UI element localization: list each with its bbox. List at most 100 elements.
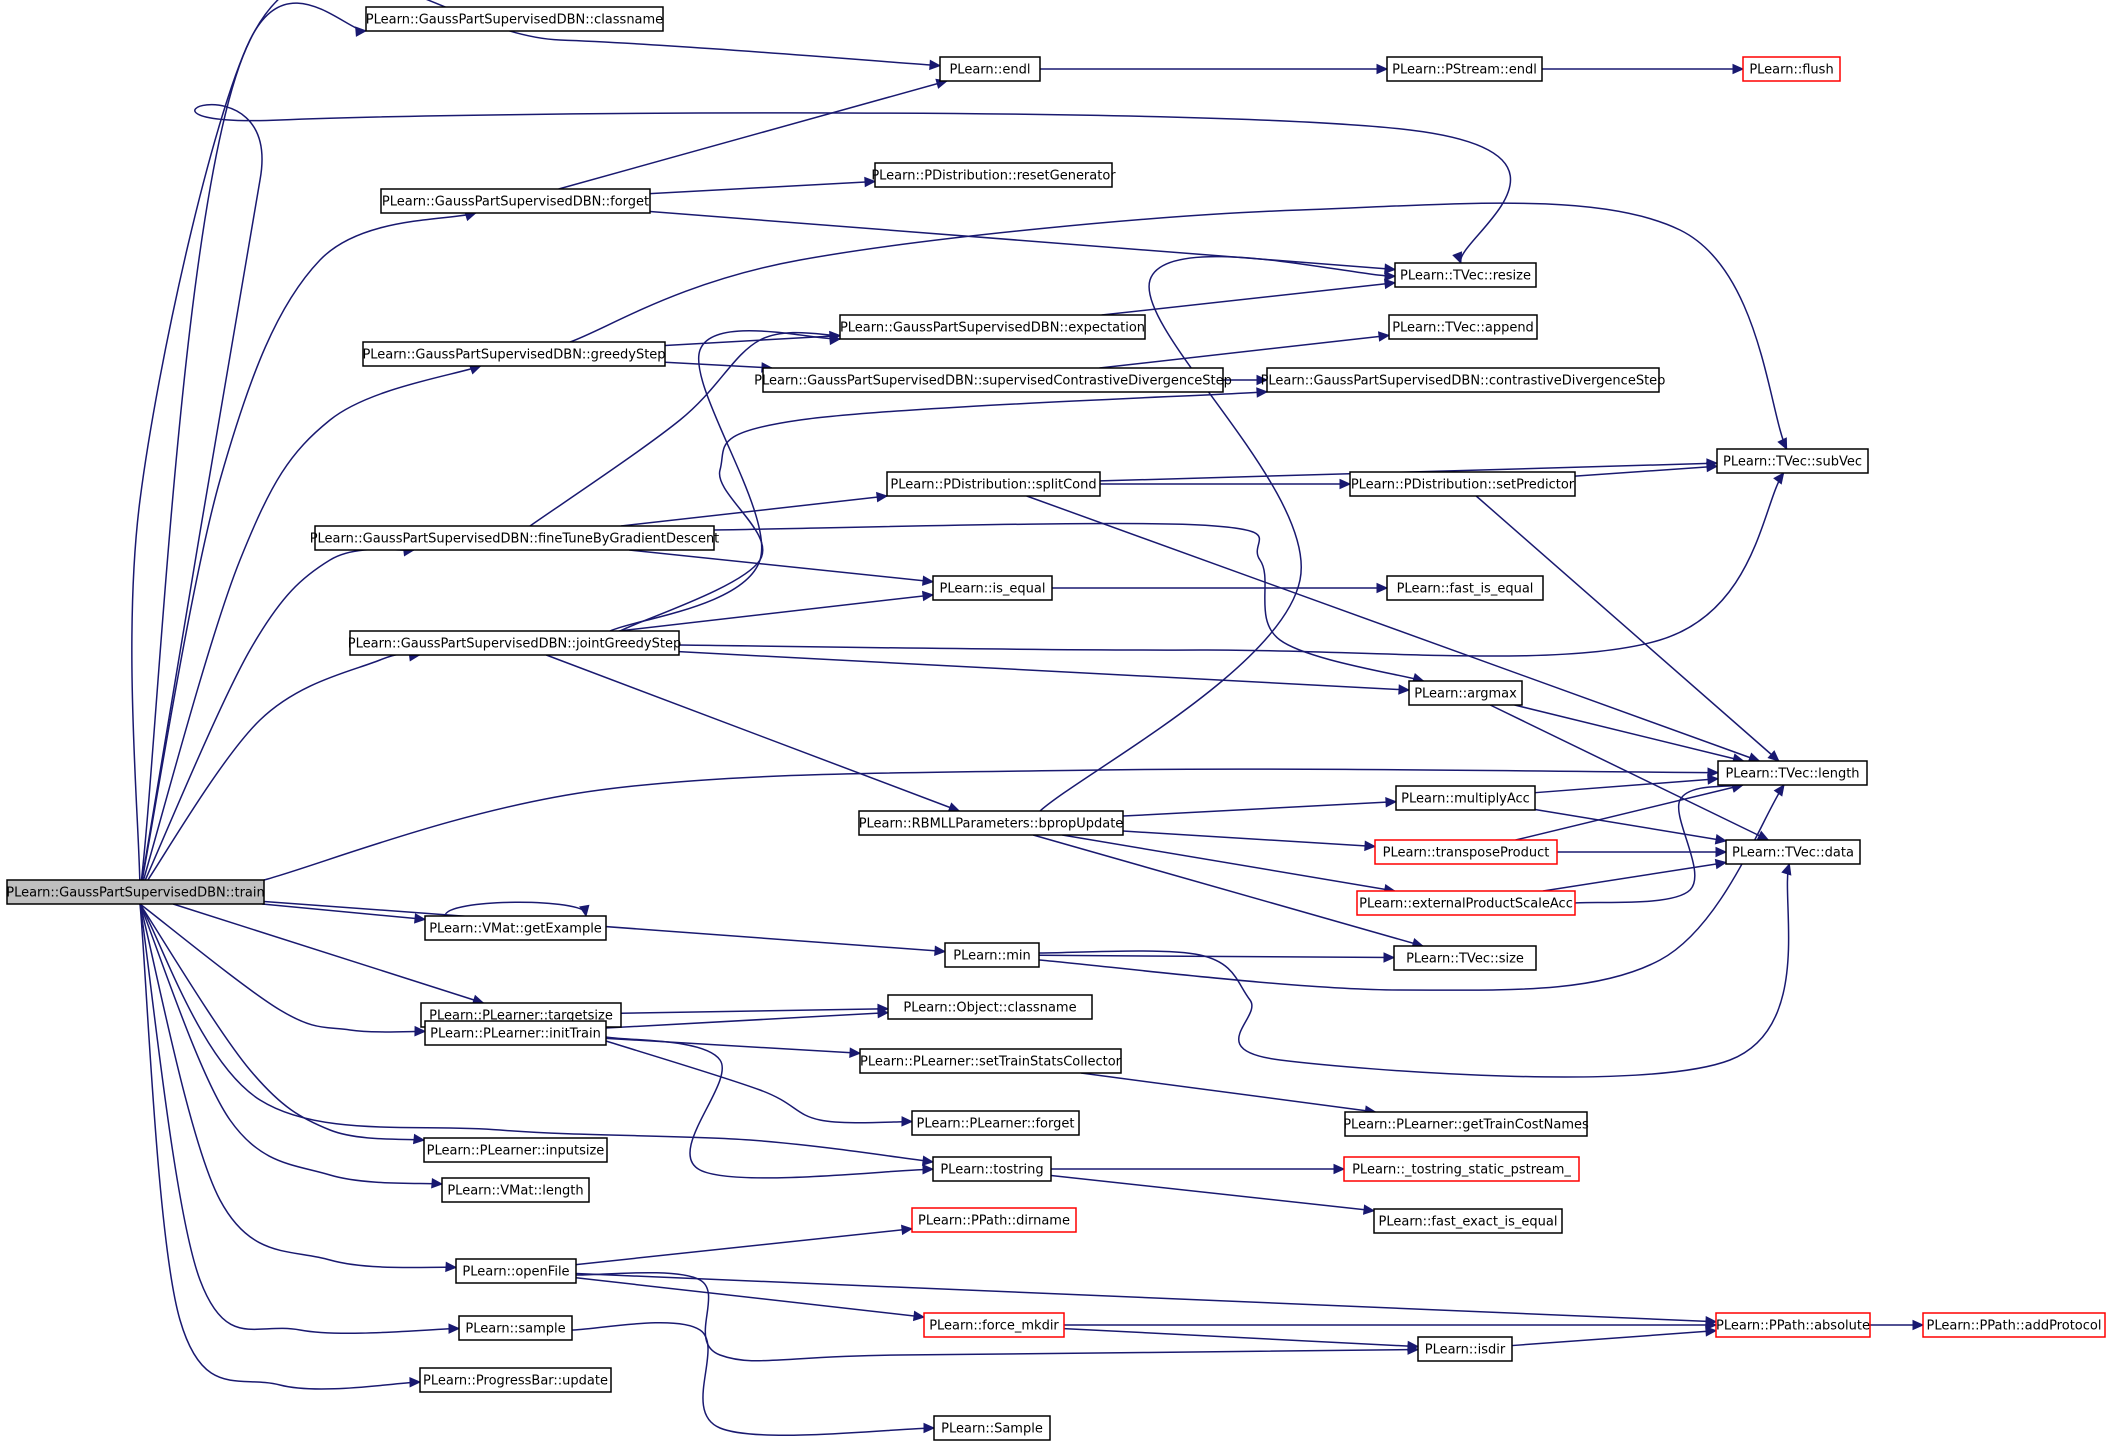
node-getExample[interactable]: PLearn::VMat::getExample [424, 915, 607, 941]
edge-setPredictor-to-subVec [1574, 461, 1719, 477]
edge-train-to-endl [139, 0, 942, 893]
node-setPredictor[interactable]: PLearn::PDistribution::setPredictor [1349, 471, 1576, 497]
node-box [1356, 890, 1576, 916]
node-extProd[interactable]: PLearn::externalProductScaleAcc [1356, 890, 1576, 916]
edge-getExample-to-getExample [444, 901, 590, 918]
edge-train-to-update [139, 903, 422, 1390]
edge-min-to-tvec_size [1038, 952, 1396, 963]
node-argmax[interactable]: PLearn::argmax [1408, 680, 1523, 706]
node-label: PLearn::PLearner::initTrain [430, 1027, 601, 1042]
node-isdir[interactable]: PLearn::isdir [1417, 1336, 1513, 1362]
edge-force_mkdir-to-isdir [1063, 1327, 1420, 1352]
node-tostring[interactable]: PLearn::tostring [932, 1156, 1052, 1182]
node-box [939, 56, 1041, 82]
node-force_mkdir[interactable]: PLearn::force_mkdir [923, 1312, 1065, 1338]
node-label: PLearn::GaussPartSupervisedDBN::greedySt… [362, 348, 665, 363]
node-forget[interactable]: PLearn::GaussPartSupervisedDBN::forget [380, 188, 651, 214]
edge-train-to-classname [131, 2, 368, 893]
edge-initTrain-to-tostring [605, 1036, 935, 1179]
node-inputsize[interactable]: PLearn::PLearner::inputsize [423, 1137, 608, 1163]
node-box [874, 162, 1113, 188]
node-tostring_static[interactable]: PLearn::_tostring_static_pstream_ [1343, 1156, 1580, 1182]
node-tvec_data[interactable]: PLearn::TVec::data [1725, 839, 1861, 865]
node-label: PLearn::flush [1749, 63, 1833, 78]
node-expectation[interactable]: PLearn::GaussPartSupervisedDBN::expectat… [839, 314, 1146, 340]
edge-greedyStep-to-subVec [569, 202, 1788, 451]
node-fast_is_equal[interactable]: PLearn::fast_is_equal [1386, 575, 1544, 601]
node-box [1417, 1336, 1513, 1362]
node-box [944, 942, 1040, 968]
node-splitCond[interactable]: PLearn::PDistribution::splitCond [886, 471, 1101, 497]
node-supCDStep[interactable]: PLearn::GaussPartSupervisedDBN::supervis… [754, 367, 1232, 393]
edge-initTrain-to-obj_classname [605, 1007, 890, 1029]
node-label: PLearn::GaussPartSupervisedDBN::supervis… [754, 374, 1232, 389]
node-box [1388, 314, 1538, 340]
node-jointGreedy[interactable]: PLearn::GaussPartSupervisedDBN::jointGre… [348, 630, 681, 656]
edge-bprop-to-extProd [1062, 834, 1396, 895]
node-is_equal[interactable]: PLearn::is_equal [932, 575, 1053, 601]
node-resetGenerator[interactable]: PLearn::PDistribution::resetGenerator [871, 162, 1116, 188]
node-vmat_length[interactable]: PLearn::VMat::length [441, 1177, 590, 1203]
node-openFile[interactable]: PLearn::openFile [455, 1258, 577, 1284]
node-Sample[interactable]: PLearn::Sample [933, 1415, 1051, 1441]
node-tvec_size[interactable]: PLearn::TVec::size [1393, 945, 1537, 971]
edge-openFile-to-absolute [575, 1272, 1718, 1327]
node-setTSC[interactable]: PLearn::PLearner::setTrainStatsCollector [859, 1048, 1122, 1074]
node-label: PLearn::GaussPartSupervisedDBN::train [6, 886, 265, 901]
node-obj_classname[interactable]: PLearn::Object::classname [887, 994, 1093, 1020]
node-train[interactable]: PLearn::GaussPartSupervisedDBN::train [6, 879, 265, 905]
node-endl[interactable]: PLearn::endl [939, 56, 1041, 82]
edge-openFile-to-force_mkdir [575, 1277, 926, 1322]
node-fast_exact[interactable]: PLearn::fast_exact_is_equal [1373, 1208, 1563, 1234]
node-box [932, 575, 1053, 601]
node-box [423, 1137, 608, 1163]
node-subVec[interactable]: PLearn::TVec::subVec [1716, 448, 1869, 474]
node-box [858, 810, 1124, 836]
node-flush[interactable]: PLearn::flush [1742, 56, 1841, 82]
edge-jointGreedy-to-cdStep [619, 387, 1269, 632]
edge-initTrain-to-pl_forget [605, 1040, 914, 1127]
node-label: PLearn::_tostring_static_pstream_ [1352, 1163, 1571, 1178]
node-sample[interactable]: PLearn::sample [458, 1315, 573, 1341]
node-box [1343, 1156, 1580, 1182]
node-multiplyAcc[interactable]: PLearn::multiplyAcc [1395, 785, 1536, 811]
node-pstream_endl[interactable]: PLearn::PStream::endl [1386, 56, 1543, 82]
node-getTCN[interactable]: PLearn::PLearner::getTrainCostNames [1343, 1111, 1589, 1137]
node-label: PLearn::endl [949, 63, 1030, 78]
node-greedyStep[interactable]: PLearn::GaussPartSupervisedDBN::greedySt… [362, 341, 666, 367]
edge-initTrain-to-setTSC [605, 1037, 862, 1058]
node-absolute[interactable]: PLearn::PPath::absolute [1715, 1312, 1871, 1338]
node-fineTune[interactable]: PLearn::GaussPartSupervisedDBN::fineTune… [310, 525, 720, 551]
edge-train-to-forget [139, 210, 477, 893]
edge-tostring-to-tostring_static [1051, 1163, 1346, 1175]
node-min[interactable]: PLearn::min [944, 942, 1040, 968]
node-pl_forget[interactable]: PLearn::PLearner::forget [911, 1110, 1080, 1136]
node-label: PLearn::PLearner::targetsize [429, 1009, 613, 1024]
node-addProtocol[interactable]: PLearn::PPath::addProtocol [1922, 1312, 2106, 1338]
edge-min-to-tvec_data [1038, 862, 1792, 1078]
edge-targetsize-to-obj_classname [620, 1003, 890, 1015]
edge-multiplyAcc-to-tvec_data [1534, 808, 1728, 845]
node-dirname[interactable]: PLearn::PPath::dirname [911, 1207, 1077, 1233]
node-box [911, 1207, 1077, 1233]
edge-jointGreedy-to-subVec [678, 472, 1785, 657]
node-transposeProduct[interactable]: PLearn::transposeProduct [1374, 839, 1558, 865]
node-label: PLearn::PPath::dirname [918, 1214, 1070, 1229]
node-initTrain[interactable]: PLearn::PLearner::initTrain [424, 1020, 607, 1046]
node-append[interactable]: PLearn::TVec::append [1388, 314, 1538, 340]
node-cdStep[interactable]: PLearn::GaussPartSupervisedDBN::contrast… [1261, 367, 1666, 393]
edge-transposeProduct-to-tvec_data [1557, 846, 1728, 858]
edge-supCDStep-to-cdStep [1223, 374, 1269, 386]
edge-isdir-to-absolute [1511, 1326, 1718, 1347]
node-box [762, 367, 1224, 393]
node-tvec_length[interactable]: PLearn::TVec::length [1717, 760, 1868, 786]
node-bprop[interactable]: PLearn::RBMLLParameters::bpropUpdate [858, 810, 1124, 836]
node-update[interactable]: PLearn::ProgressBar::update [419, 1367, 612, 1393]
node-box [1742, 56, 1841, 82]
node-resize[interactable]: PLearn::TVec::resize [1394, 262, 1537, 288]
node-label: PLearn::PLearner::forget [917, 1117, 1075, 1132]
edge-supCDStep-to-append [1099, 331, 1391, 369]
node-box [1725, 839, 1861, 865]
node-label: PLearn::PLearner::inputsize [427, 1144, 605, 1159]
node-classname[interactable]: PLearn::GaussPartSupervisedDBN::classnam… [365, 6, 664, 32]
